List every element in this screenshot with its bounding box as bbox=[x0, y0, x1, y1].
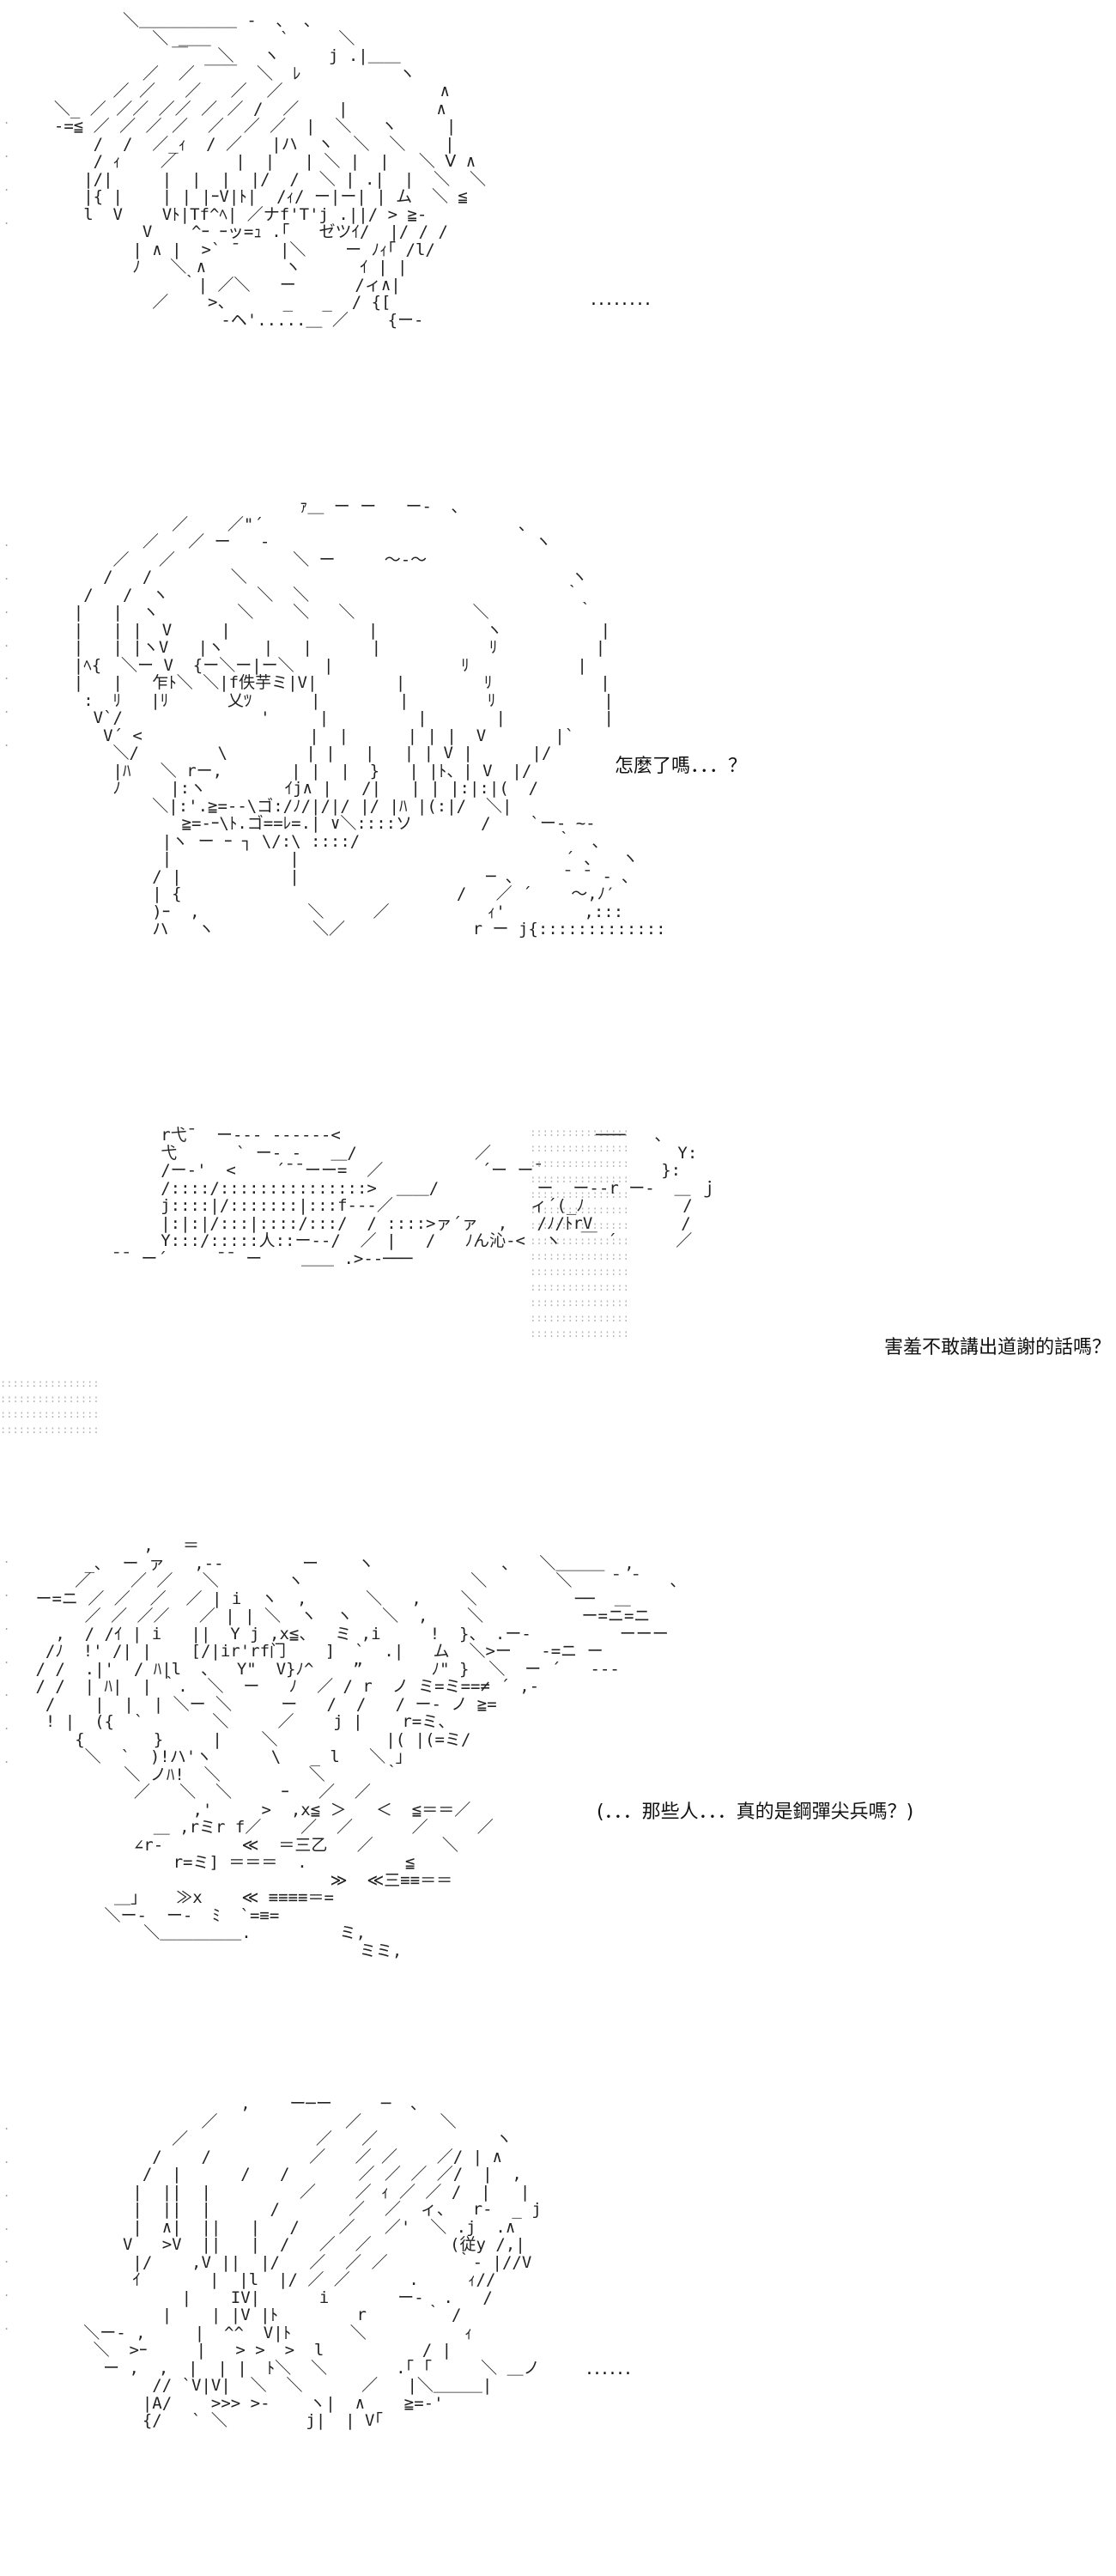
ascii-art-character-looking-down: ｧ＿ ー ー ー‐ ､ ／ ／"´ ､ ／ ／ ー - ヽ ／ ／ ＼ ー ～‐… bbox=[73, 497, 666, 939]
panel-5: , ー─ー ─ ､ ／ ／ ＼ ／ ／ ／ ヽ / / ／ ／ ／ ／/ | ∧… bbox=[0, 2095, 1116, 2576]
dialogue-text: ........ bbox=[591, 289, 652, 310]
edge-dots-left: . . . . bbox=[3, 114, 10, 227]
edge-dots-left: . . . . . . . bbox=[3, 537, 10, 750]
ascii-art-character-closed-eyes: ＼＿＿＿＿＿＿ - ､ ､ ＼ ＿＿ ` ＼ ￣ ＼ ヽ j .|＿＿ ／ ／ … bbox=[53, 11, 486, 330]
ascii-art-character-thinking: , ＝ _､ ー ァ ,-‐ ー ヽ ､ ＼＿＿＿ , ／ ／ ／ ＼ ヽ ＼ … bbox=[35, 1536, 679, 1960]
dialogue-text: ...... bbox=[586, 2358, 633, 2379]
edge-dots-left: . . . . . . . bbox=[3, 2120, 10, 2333]
dialogue-text: 害羞不敢講出道謝的話嗎？ bbox=[884, 1337, 1112, 1358]
edge-dots-left: . . . . . . . bbox=[3, 1553, 10, 1766]
halftone-background-left: :::::::::::::::: :::::::::::::::: ::::::… bbox=[0, 1377, 100, 1436]
panel-4: , ＝ _､ ー ァ ,-‐ ー ヽ ､ ＼＿＿＿ , ／ ／ ／ ＼ ヽ ＼ … bbox=[0, 1537, 1116, 2087]
halftone-background-right: :::::::::::::::: :::::::::::::::: ::::::… bbox=[530, 1127, 629, 1340]
ascii-art-character-looking-aside: , ー─ー ─ ､ ／ ／ ＼ ／ ／ ／ ヽ / / ／ ／ ／ ／/ | ∧… bbox=[83, 2094, 542, 2431]
dialogue-text: (．．．那些人．．．真的是鋼彈尖兵嗎？) bbox=[597, 1801, 914, 1823]
panel-1: ＼＿＿＿＿＿＿ - ､ ､ ＼ ＿＿ ` ＼ ￣ ＼ ヽ j .|＿＿ ／ ／ … bbox=[0, 0, 1116, 464]
panel-2: ｧ＿ ー ー ー‐ ､ ／ ／"´ ､ ／ ／ ー - ヽ ／ ／ ＼ ー ～‐… bbox=[0, 498, 1116, 1108]
panel-3: :::::::::::::::: :::::::::::::::: ::::::… bbox=[0, 1108, 1116, 1503]
dialogue-text: 怎麼了嗎．．．？ bbox=[615, 756, 748, 777]
ascii-art-character-teasing: r弋¯ ー-‐‐ -‐‐-‐‐< ─── ､ 弋 ` ー- - ＿/ ／ Y: … bbox=[112, 1126, 1112, 1358]
